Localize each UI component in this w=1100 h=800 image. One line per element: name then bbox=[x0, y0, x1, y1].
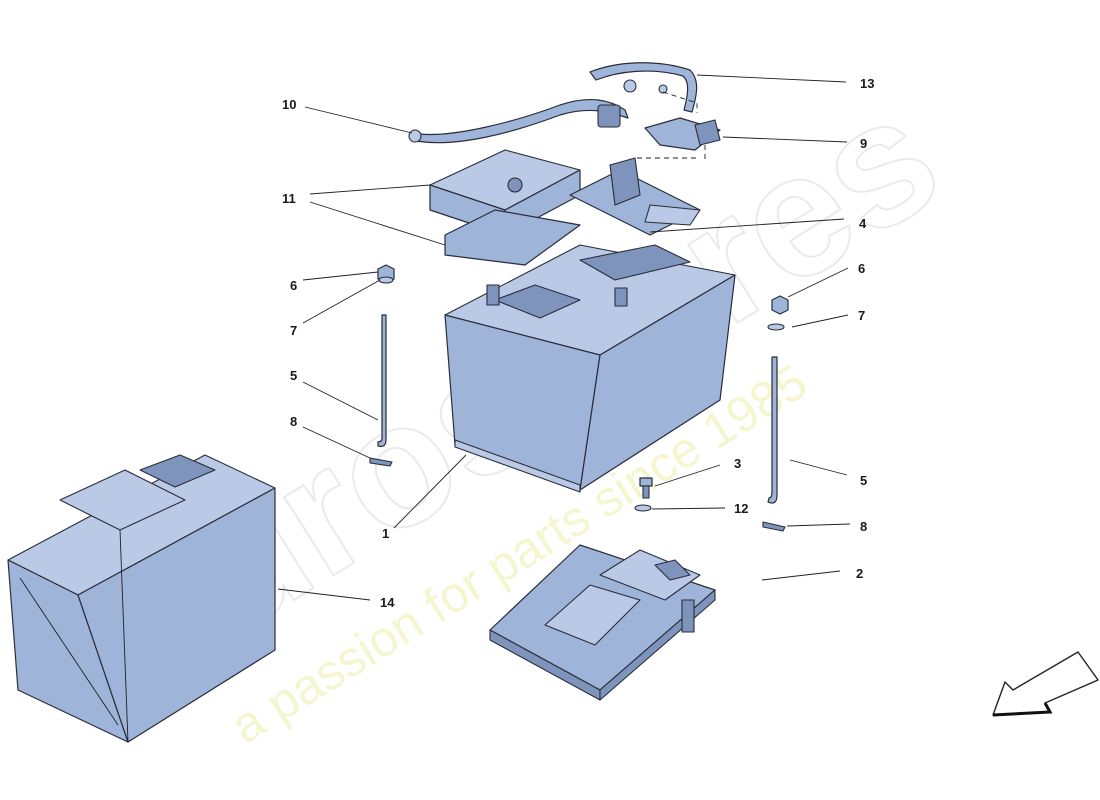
ground-cable bbox=[408, 99, 629, 144]
terminal-fuse-box bbox=[429, 149, 581, 266]
callout-3: 3 bbox=[734, 456, 741, 471]
terminal-clamp bbox=[644, 117, 721, 151]
callout-5-left: 5 bbox=[290, 368, 297, 383]
battery-tray bbox=[489, 544, 716, 701]
callout-8-right: 8 bbox=[860, 519, 867, 534]
callout-9: 9 bbox=[860, 136, 867, 151]
callout-10: 10 bbox=[282, 97, 296, 112]
callout-6-right: 6 bbox=[858, 261, 865, 276]
callout-2: 2 bbox=[856, 566, 863, 581]
leader-lines bbox=[277, 74, 851, 601]
battery bbox=[444, 244, 736, 493]
callout-8-left: 8 bbox=[290, 414, 297, 429]
callout-1: 1 bbox=[382, 526, 389, 541]
callout-6-left: 6 bbox=[290, 278, 297, 293]
callout-11: 11 bbox=[282, 191, 296, 206]
callout-7-left: 7 bbox=[290, 323, 297, 338]
battery-cover-box bbox=[7, 454, 276, 743]
callout-12: 12 bbox=[734, 501, 748, 516]
callout-13: 13 bbox=[860, 76, 874, 91]
positive-cable bbox=[589, 62, 698, 113]
mounting-bracket bbox=[569, 157, 701, 236]
callout-5-right: 5 bbox=[860, 473, 867, 488]
callout-labels: 1 2 3 4 5 5 6 6 7 7 8 8 9 10 11 12 13 14 bbox=[282, 76, 874, 610]
callout-7-right: 7 bbox=[858, 308, 865, 323]
callout-14: 14 bbox=[380, 595, 395, 610]
callout-4: 4 bbox=[859, 216, 867, 231]
small-hardware bbox=[369, 264, 789, 532]
front-direction-arrow-icon bbox=[992, 651, 1099, 717]
